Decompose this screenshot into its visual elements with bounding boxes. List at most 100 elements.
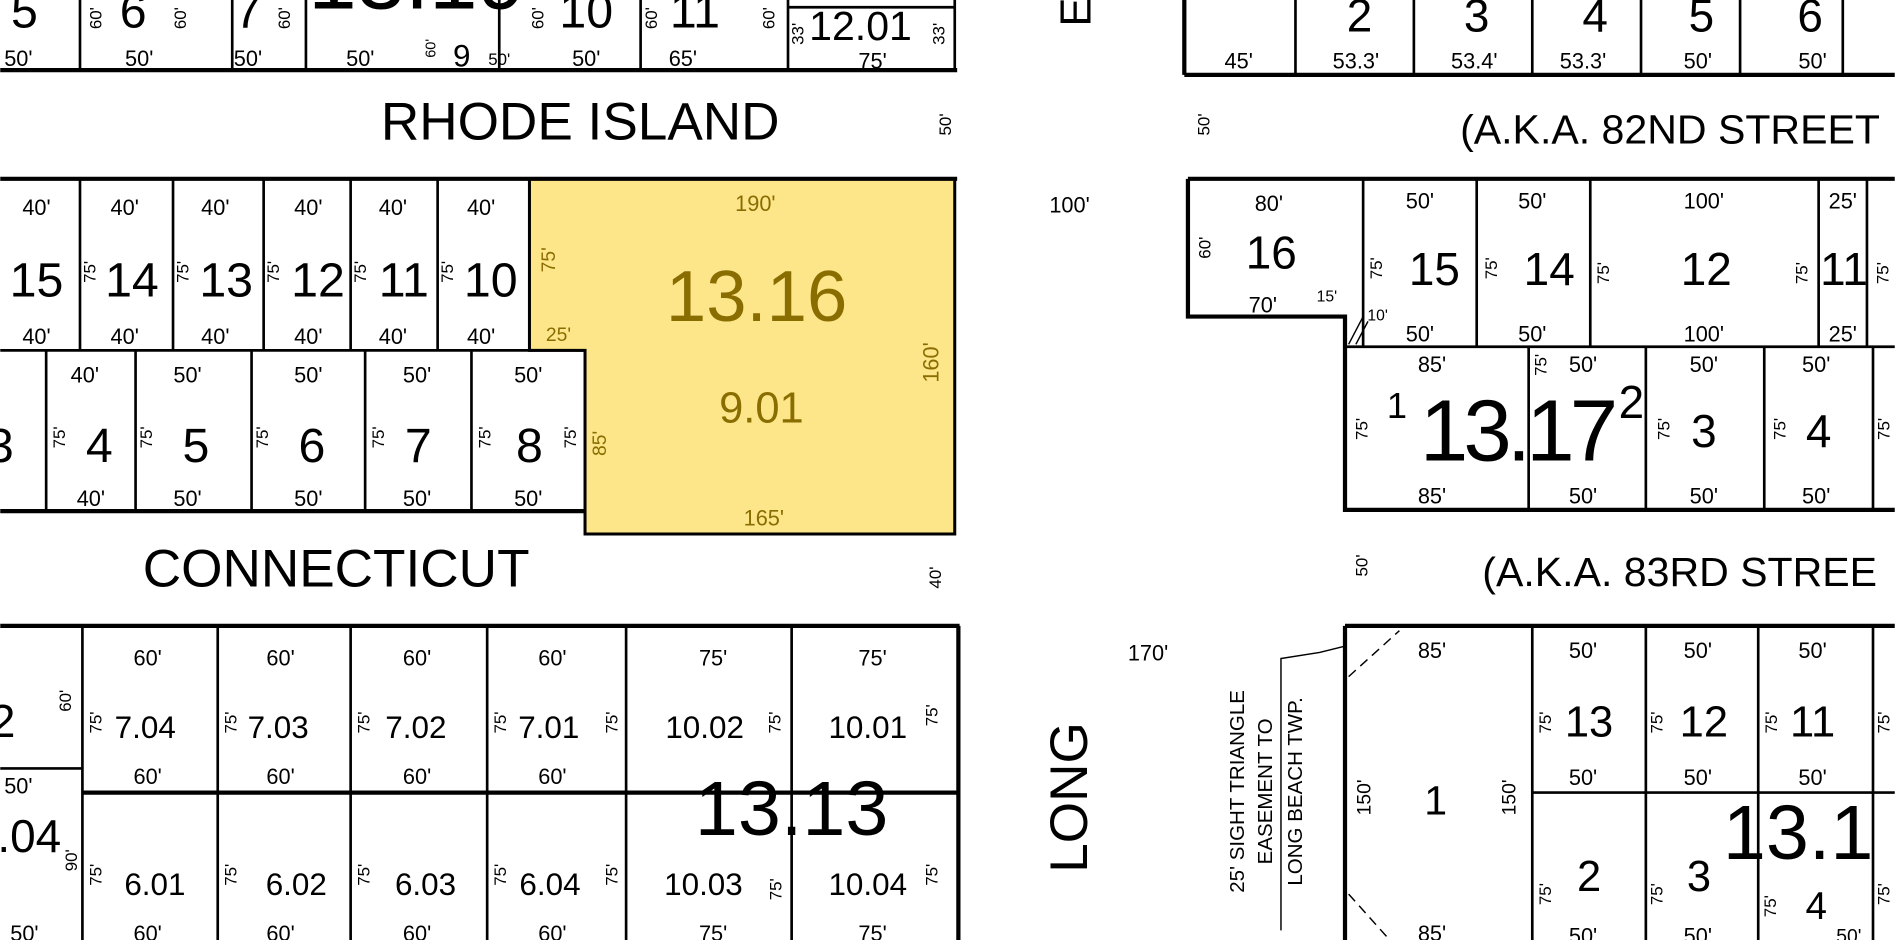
lot-label: 10.04 [828, 867, 907, 902]
lot-label: 1 [1424, 777, 1447, 823]
dimension-label: 40' [379, 324, 407, 349]
dimension-label: 75' [922, 864, 941, 886]
dimension-label: 53.3' [1560, 49, 1606, 74]
lot-label: 11 [1820, 243, 1868, 295]
dimension-label: 50' [1406, 322, 1434, 347]
dimension-label: 60' [1196, 237, 1215, 259]
dimension-label: 50' [1569, 923, 1597, 940]
dimension-label: 40' [467, 324, 495, 349]
street-name: RHODE ISLAND [381, 93, 780, 152]
lot-label: 3 [1687, 853, 1711, 901]
dimension-label: 80' [1255, 191, 1283, 216]
dimension-label: 75' [1536, 883, 1555, 905]
dimension-label: 75' [137, 426, 156, 448]
lot-label: 15 [1409, 243, 1460, 295]
dimension-label: 50' [125, 46, 153, 71]
dimension-label: 75' [369, 426, 388, 448]
dimension-label: 85' [590, 431, 611, 456]
street-width-label: 50' [1194, 113, 1213, 135]
dimension-label: 75' [355, 864, 374, 886]
dimension-label: 60' [266, 921, 294, 940]
lot-label: 6.01 [124, 867, 185, 902]
lot-label: 11 [670, 0, 720, 38]
dimension-label: 75' [1531, 354, 1550, 376]
dimension-label: 50' [1518, 322, 1546, 347]
lot-label: 10 [559, 0, 613, 38]
lot-label: 2 [0, 695, 15, 747]
dimension-label: 75' [699, 921, 727, 940]
block-number: 13.16 [666, 256, 847, 337]
dimension-label: 60' [423, 39, 439, 58]
dimension-label: 40' [467, 195, 495, 220]
dimension-label: 50' [173, 486, 201, 511]
dimension-label: 75' [491, 711, 510, 733]
dimension-label: 75' [1875, 883, 1894, 905]
dimension-label: 60' [529, 7, 548, 29]
dimension-label: 50' [1569, 765, 1597, 790]
dimension-label: 75' [1655, 418, 1674, 440]
dimension-label: 60' [403, 645, 431, 670]
dimension-label: 50' [294, 363, 322, 388]
lot-label: 2 [1619, 376, 1645, 428]
dimension-label: 50' [572, 46, 600, 71]
dimension-label: 75' [222, 711, 241, 733]
dimension-label: 60' [266, 645, 294, 670]
dimension-label: 90' [62, 849, 81, 871]
dimension-label: 53.4' [1451, 49, 1497, 74]
lot-label: 6 [1797, 0, 1823, 41]
lot-label: 8 [516, 419, 543, 473]
dimension-label: 75' [602, 864, 621, 886]
dimension-label: 50' [514, 363, 542, 388]
lot-label: 9 [453, 38, 470, 73]
dimension-label: 75' [858, 921, 886, 940]
dimension-label: 75' [858, 49, 886, 74]
lot-label: 13 [199, 254, 253, 308]
dimension-label: 75' [80, 261, 99, 283]
block-number: 13.1 [1723, 790, 1873, 876]
dimension-label: 60' [403, 764, 431, 789]
lot-label: 6 [120, 0, 147, 38]
dimension-label: 75' [602, 711, 621, 733]
dimension-label: 50' [1406, 189, 1434, 214]
dimension-label: 50' [4, 774, 32, 799]
dimension-label: 45' [1225, 49, 1253, 74]
dimension-label: 75' [475, 426, 494, 448]
dimension-label: 75' [1594, 262, 1613, 284]
dimension-label: 50' [1684, 49, 1712, 74]
lot-label: 3 [0, 419, 14, 473]
lot-label: 13 [1565, 698, 1613, 746]
dimension-label: 50' [1684, 765, 1712, 790]
sight-triangle-note: LONG BEACH TWP. [1284, 697, 1307, 885]
dimension-label: 75' [1792, 262, 1811, 284]
dimension-label: 60' [759, 7, 778, 29]
dimension-label: 60' [133, 764, 161, 789]
dimension-label: 85' [1418, 484, 1446, 509]
dimension-label: 40' [379, 195, 407, 220]
dimension-label: 53.3' [1333, 49, 1379, 74]
dimension-label: 60' [266, 764, 294, 789]
dimension-label: 50' [403, 363, 431, 388]
dimension-label: 60' [275, 7, 294, 29]
dimension-label: 50' [234, 46, 262, 71]
dimension-label: 50' [10, 921, 38, 940]
lot-label: 6.04 [519, 867, 580, 902]
dimension-label: 75' [222, 864, 241, 886]
highlighted-parcel-13-16-9-01[interactable] [527, 177, 957, 536]
street-name: LONG [1040, 722, 1099, 873]
dimension-label: 75' [561, 426, 580, 448]
dimension-label: 75' [1875, 418, 1894, 440]
dimension-label: 60' [56, 690, 75, 712]
dimension-label: 25' [1829, 189, 1857, 214]
dimension-label: 75' [355, 711, 374, 733]
lot-label: 5 [183, 419, 210, 473]
street-width-label: 40' [926, 567, 945, 589]
dimension-label: 50' [1569, 638, 1597, 663]
street-name: CONNECTICUT [143, 540, 530, 599]
sight-triangle-note: 25' SIGHT TRIANGLE [1226, 690, 1249, 893]
street-width-label: 50' [936, 113, 955, 135]
dimension-label: 50' [1802, 352, 1830, 377]
lot-label: 3 [1464, 0, 1490, 41]
dimension-label: 50' [346, 46, 374, 71]
lot-label: 10.03 [664, 867, 743, 902]
